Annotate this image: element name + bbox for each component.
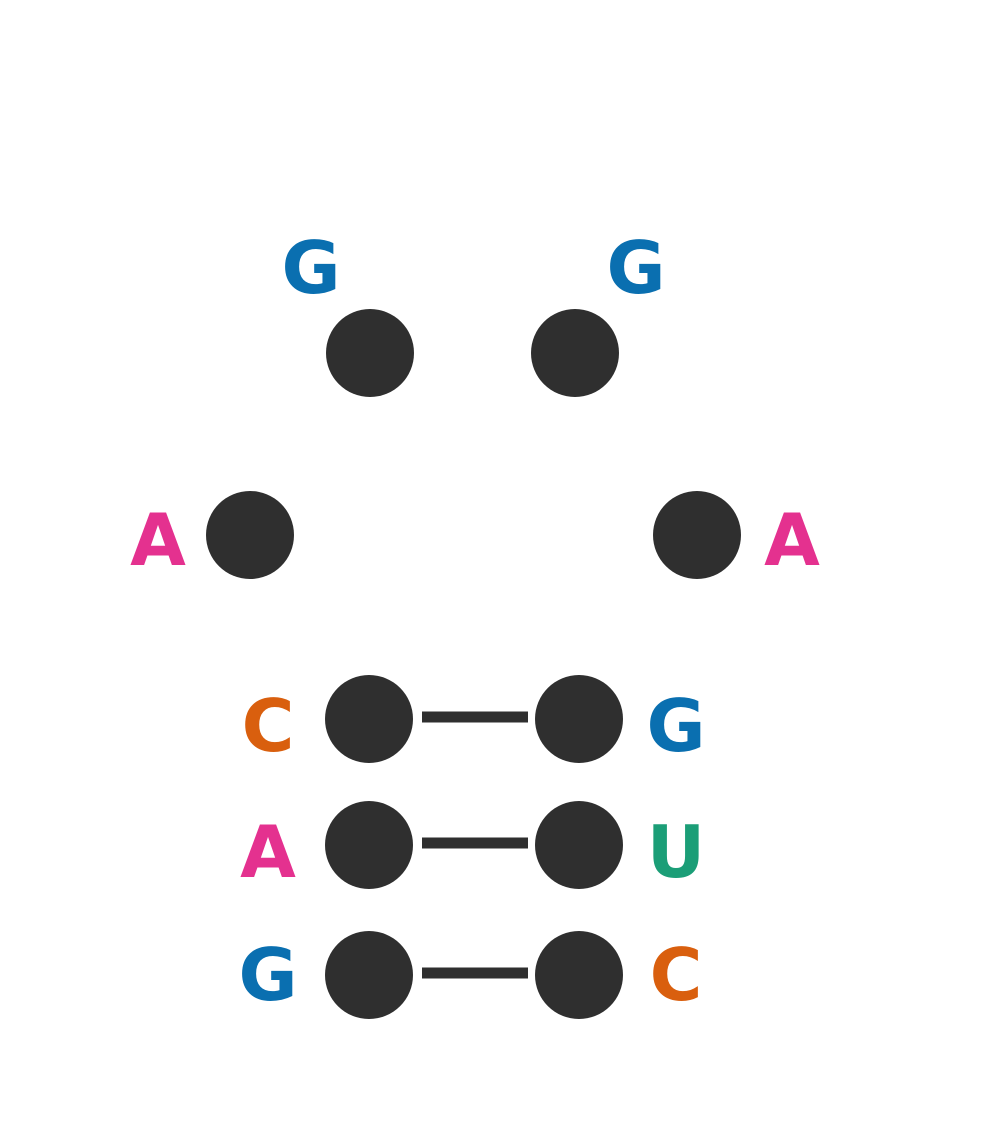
nucleotide-label: C [242,684,295,768]
nucleotide-node [206,491,294,579]
nucleotide-node [531,309,619,397]
nucleotide-label: A [764,498,820,582]
base-pair-bonds [422,711,528,979]
nucleotide-node [653,491,741,579]
nucleotide-label: A [130,498,186,582]
nucleotide-label: G [646,684,705,768]
nucleotide-node [535,675,623,763]
nucleotide-label: G [238,933,297,1017]
nucleotide-label: G [281,226,340,310]
nucleotide-node [325,801,413,889]
nucleotide-label: C [650,933,703,1017]
nucleotide-nodes [206,309,741,1019]
nucleotide-label: A [240,810,296,894]
nucleotide-node [325,931,413,1019]
nucleotide-node [326,309,414,397]
nucleotide-label: G [606,226,665,310]
nucleotide-node [535,801,623,889]
nucleotide-node [535,931,623,1019]
nucleotide-node [325,675,413,763]
nucleotide-label: U [647,810,705,894]
